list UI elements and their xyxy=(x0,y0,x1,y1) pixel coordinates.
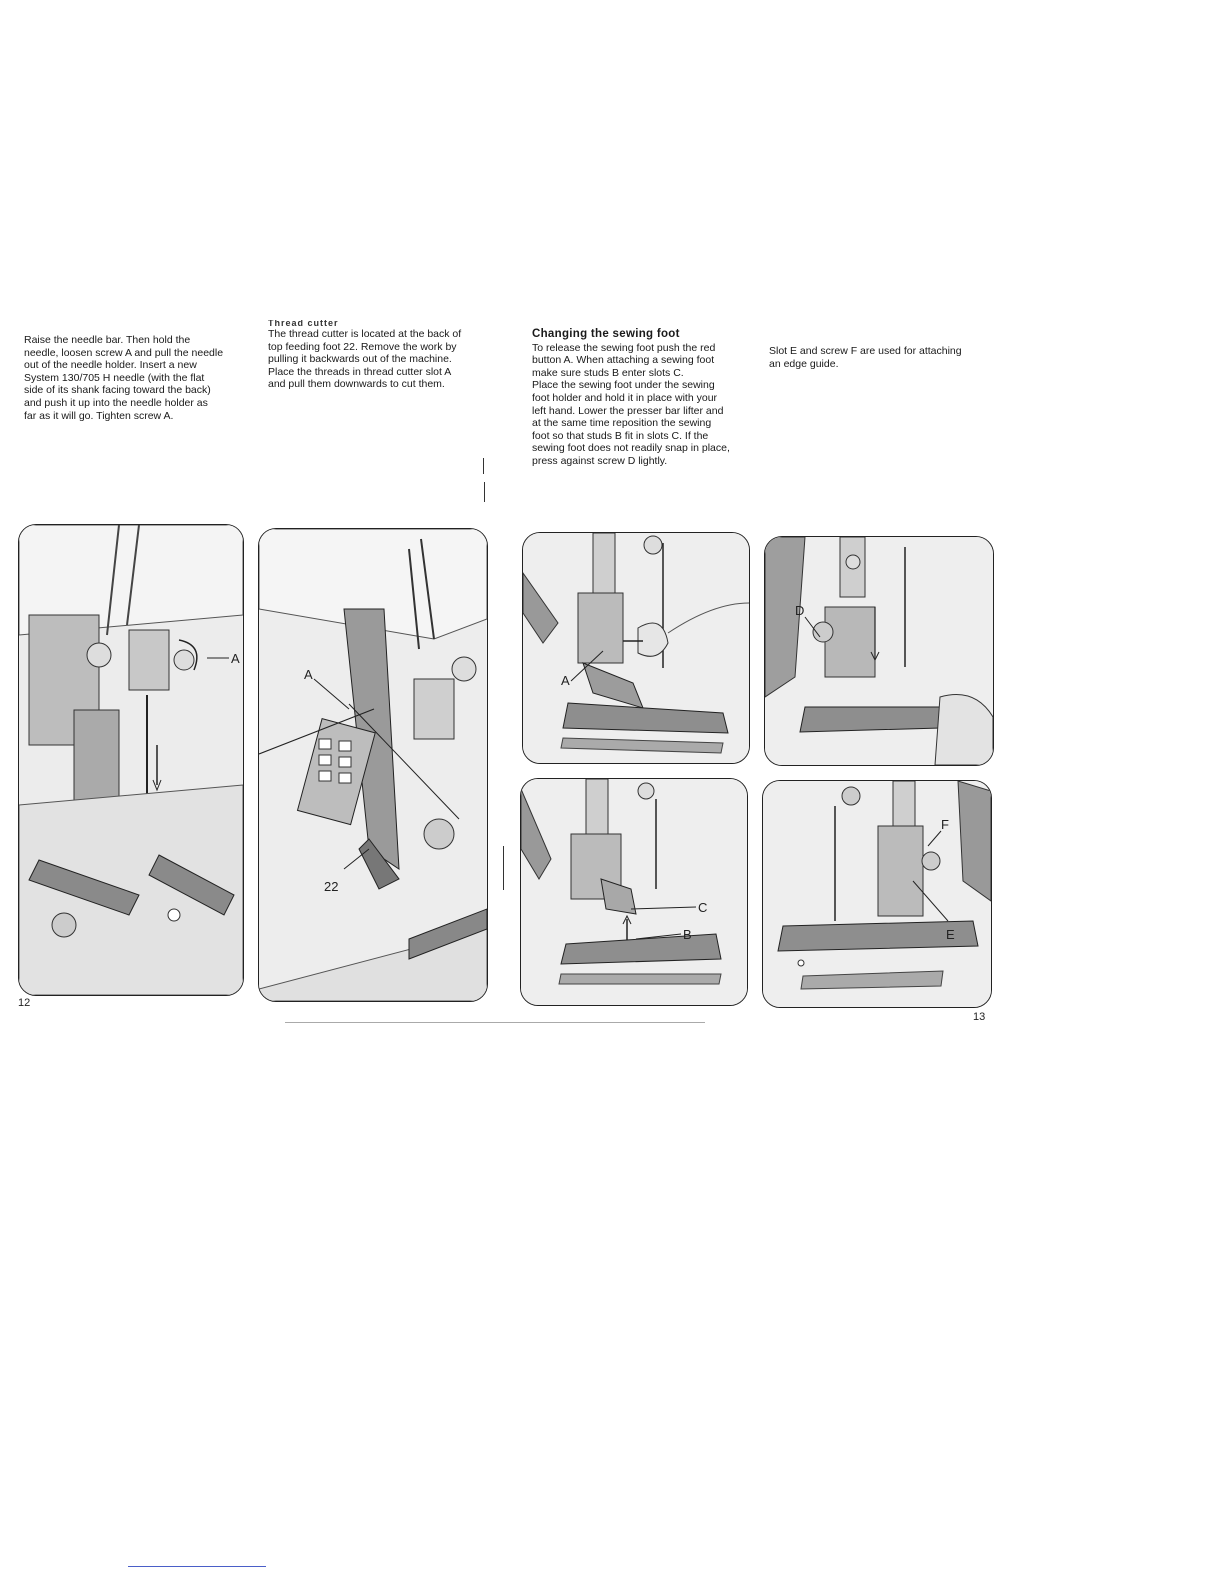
text-line: foot so that studs B fit in slots C. If … xyxy=(532,429,709,442)
figure-needle-change: A xyxy=(18,524,244,996)
text-line: To release the sewing foot push the red xyxy=(532,341,716,354)
footer-link-underline xyxy=(128,1566,266,1567)
text-line: button A. When attaching a sewing foot xyxy=(532,354,715,367)
text-line: pulling it backwards out of the machine. xyxy=(268,353,452,366)
page-number-left: 12 xyxy=(18,997,31,1009)
figure-thread-cutter: A 22 xyxy=(258,528,488,1002)
text-line: System 130/705 H needle (with the flat xyxy=(24,371,205,384)
scan-gutter-line xyxy=(285,1022,705,1023)
figure-edge-guide-slot: F E xyxy=(762,780,992,1008)
text-line: an edge guide. xyxy=(769,357,839,370)
margin-mark xyxy=(503,846,504,890)
text-line: far as it will go. Tighten screw A. xyxy=(24,409,174,422)
callout-label: 22 xyxy=(324,879,338,894)
text-line: foot holder and hold it in place with yo… xyxy=(532,391,718,404)
text-line: sewing foot does not readily snap in pla… xyxy=(532,442,730,455)
text-line: Raise the needle bar. Then hold the xyxy=(24,334,191,346)
margin-mark xyxy=(484,482,485,502)
callout-label: B xyxy=(683,927,692,942)
text-column-sewing-foot: Changing the sewing foot To release the … xyxy=(532,328,772,468)
text-line: Place the threads in thread cutter slot … xyxy=(268,365,452,378)
text-line: The thread cutter is located at the back… xyxy=(268,328,462,340)
callout-label: F xyxy=(941,817,949,832)
text-line: out of the needle holder. Insert a new xyxy=(24,359,197,372)
section-heading: Thread cutter xyxy=(268,320,339,328)
thread-cutter-illustration: A 22 xyxy=(259,529,487,1001)
text-line: Place the sewing foot under the sewing xyxy=(532,379,715,392)
text-line: and push it up into the needle holder as xyxy=(24,396,208,409)
figure-screw-d: D xyxy=(764,536,994,766)
text-line: needle, loosen screw A and pull the need… xyxy=(24,346,224,359)
callout-label: C xyxy=(698,900,707,915)
figure-studs-slots: C B xyxy=(520,778,748,1006)
callout-label: D xyxy=(795,603,804,618)
text-line: Slot E and screw F are used for attachin… xyxy=(769,345,962,357)
callout-label: E xyxy=(946,927,955,942)
needle-illustration: A xyxy=(19,525,243,995)
studs-slots-illustration: C B xyxy=(521,779,747,1005)
section-heading: Changing the sewing foot xyxy=(532,328,680,340)
text-line: press against screw D lightly. xyxy=(532,454,668,467)
callout-label: A xyxy=(561,673,570,688)
text-column-thread-cutter: Thread cutter The thread cutter is locat… xyxy=(268,320,498,391)
margin-mark xyxy=(483,458,484,474)
screw-d-illustration: D xyxy=(765,537,993,765)
text-line: left hand. Lower the presser bar lifter … xyxy=(532,404,724,417)
text-line: and pull them downwards to cut them. xyxy=(268,378,445,391)
edge-guide-illustration: F E xyxy=(763,781,991,1007)
figure-release-foot: A xyxy=(522,532,750,764)
text-column-edge-guide: Slot E and screw F are used for attachin… xyxy=(769,345,999,370)
text-line: side of its shank facing toward the back… xyxy=(24,384,211,397)
text-column-needle: Raise the needle bar. Then hold the need… xyxy=(24,334,254,422)
text-line: make sure studs B enter slots C. xyxy=(532,366,684,379)
text-line: at the same time reposition the sewing xyxy=(532,417,712,430)
callout-label: A xyxy=(231,651,240,666)
callout-label: A xyxy=(304,667,313,682)
release-foot-illustration: A xyxy=(523,533,749,763)
page-number-right: 13 xyxy=(973,1011,986,1023)
text-line: top feeding foot 22. Remove the work by xyxy=(268,340,457,353)
